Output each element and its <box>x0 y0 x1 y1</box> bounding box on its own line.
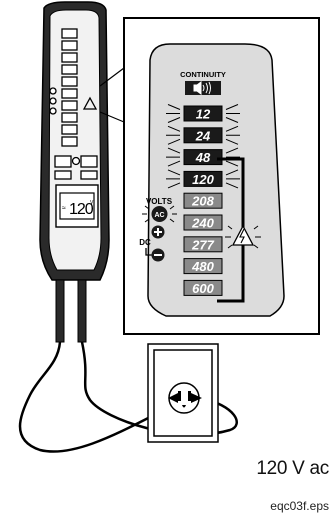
glow-rays-24 <box>166 125 240 145</box>
dc-bracket <box>145 248 152 256</box>
dc-minus-icon <box>151 248 165 262</box>
glow-rays-12 <box>166 104 240 123</box>
level-label-24: 24 <box>195 128 211 143</box>
right-lead <box>80 341 238 436</box>
lcd-unit: V <box>90 200 94 206</box>
outlet-ground <box>182 405 186 408</box>
voltage-level-list: 12 24 48 120 208 240 277 480 600 <box>166 104 240 296</box>
indicator-panel: CONTINUITY 12 24 48 120 208 240 277 480 600 VOLT… <box>123 17 320 335</box>
tester-buttons <box>54 155 98 180</box>
level-indicator-277: 277 <box>183 236 223 253</box>
level-label-12: 12 <box>196 107 211 122</box>
test-leads <box>18 341 238 453</box>
volts-label: VOLTS <box>146 197 173 206</box>
level-label-277: 277 <box>191 237 214 252</box>
center-button[interactable] <box>71 156 81 166</box>
indicator-dots <box>49 87 57 115</box>
continuity-indicator <box>185 81 221 95</box>
hazard-bracket <box>217 157 245 303</box>
right-button[interactable] <box>80 155 98 168</box>
dc-plus-icon <box>151 225 165 239</box>
level-label-120: 120 <box>192 172 214 187</box>
glow-rays-120 <box>166 169 240 189</box>
wall-outlet <box>147 343 219 443</box>
lightning-warning-icon <box>225 219 261 249</box>
left-probe <box>55 279 65 343</box>
ac-indicator: AC <box>142 205 177 223</box>
level-indicator-600: 600 <box>183 279 223 296</box>
level-label-240: 240 <box>191 216 214 231</box>
right-probe-tip-icon <box>191 393 202 403</box>
led-ladder <box>61 28 78 147</box>
level-label-480: 480 <box>191 259 214 274</box>
continuity-label: CONTINUITY <box>180 70 226 79</box>
level-indicator-48: 48 <box>166 147 240 167</box>
callout-lines <box>99 67 125 123</box>
lower-right-button[interactable] <box>80 170 98 180</box>
right-probe <box>77 279 87 343</box>
level-label-48: 48 <box>195 150 211 165</box>
level-indicator-120: 120 <box>166 169 240 189</box>
level-indicator-240: 240 <box>183 214 223 231</box>
left-lead <box>18 341 186 453</box>
level-indicator-24: 24 <box>166 125 240 145</box>
speaker-icon <box>193 81 211 95</box>
supply-voltage-caption: 120 V ac <box>256 458 329 479</box>
lcd-prefix: ≈ <box>62 205 66 212</box>
dc-label: DC <box>139 238 151 247</box>
lower-left-button[interactable] <box>54 170 72 180</box>
level-label-208: 208 <box>191 194 214 209</box>
level-label-600: 600 <box>192 281 214 296</box>
glow-rays-48 <box>166 147 240 167</box>
level-indicator-480: 480 <box>183 258 223 275</box>
left-button[interactable] <box>54 155 72 168</box>
warning-triangle-icon <box>82 96 98 110</box>
level-indicator-12: 12 <box>166 104 240 123</box>
lcd-screen <box>59 192 95 220</box>
lcd-reading: 120 <box>69 201 94 218</box>
ac-label: AC <box>154 212 164 219</box>
file-reference: eqc03f.eps <box>270 499 329 513</box>
voltage-tester: ≈ 120 V <box>39 1 110 343</box>
left-probe-tip-icon <box>168 393 178 403</box>
level-indicator-208: 208 <box>183 192 223 209</box>
